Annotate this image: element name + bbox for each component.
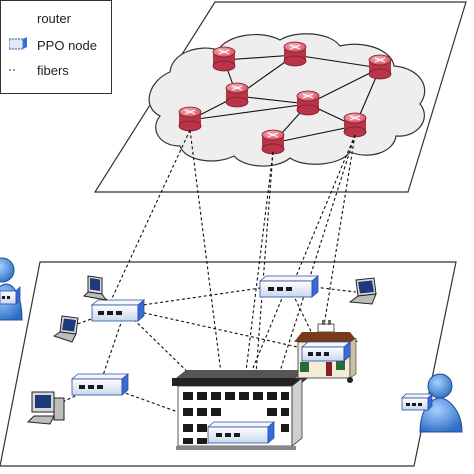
ppo-node-icon xyxy=(0,286,21,305)
laptop-icon xyxy=(348,277,377,305)
ppo-node-icon xyxy=(70,373,130,396)
router-icon xyxy=(261,129,285,155)
router-icon xyxy=(225,82,249,108)
legend: router PPO node fibers xyxy=(0,0,112,94)
router-icon xyxy=(178,106,202,132)
legend-router: router xyxy=(9,11,71,26)
ppo-node-icon xyxy=(258,275,320,298)
router-icon xyxy=(296,90,320,116)
laptop-icon xyxy=(82,275,108,301)
ppo-swatch-icon xyxy=(8,37,31,54)
ppo-node-icon xyxy=(90,299,146,322)
router-icon xyxy=(212,46,236,72)
routers xyxy=(178,41,392,155)
desktop-pc-icon xyxy=(26,391,65,425)
ppo-node-icon xyxy=(401,393,433,411)
legend-fibers: fibers xyxy=(9,63,69,78)
legend-ppo: PPO node xyxy=(8,37,97,54)
ppo-node-icon xyxy=(206,421,276,444)
legend-router-label: router xyxy=(37,11,71,26)
router-icon xyxy=(343,112,367,138)
router-icon xyxy=(283,41,307,67)
fiber-swatch-icon xyxy=(9,63,31,78)
router-icon xyxy=(368,54,392,80)
laptop-icon xyxy=(52,315,79,343)
legend-fibers-label: fibers xyxy=(37,63,69,78)
ppo-node-icon xyxy=(300,341,352,362)
legend-ppo-label: PPO node xyxy=(37,38,97,53)
